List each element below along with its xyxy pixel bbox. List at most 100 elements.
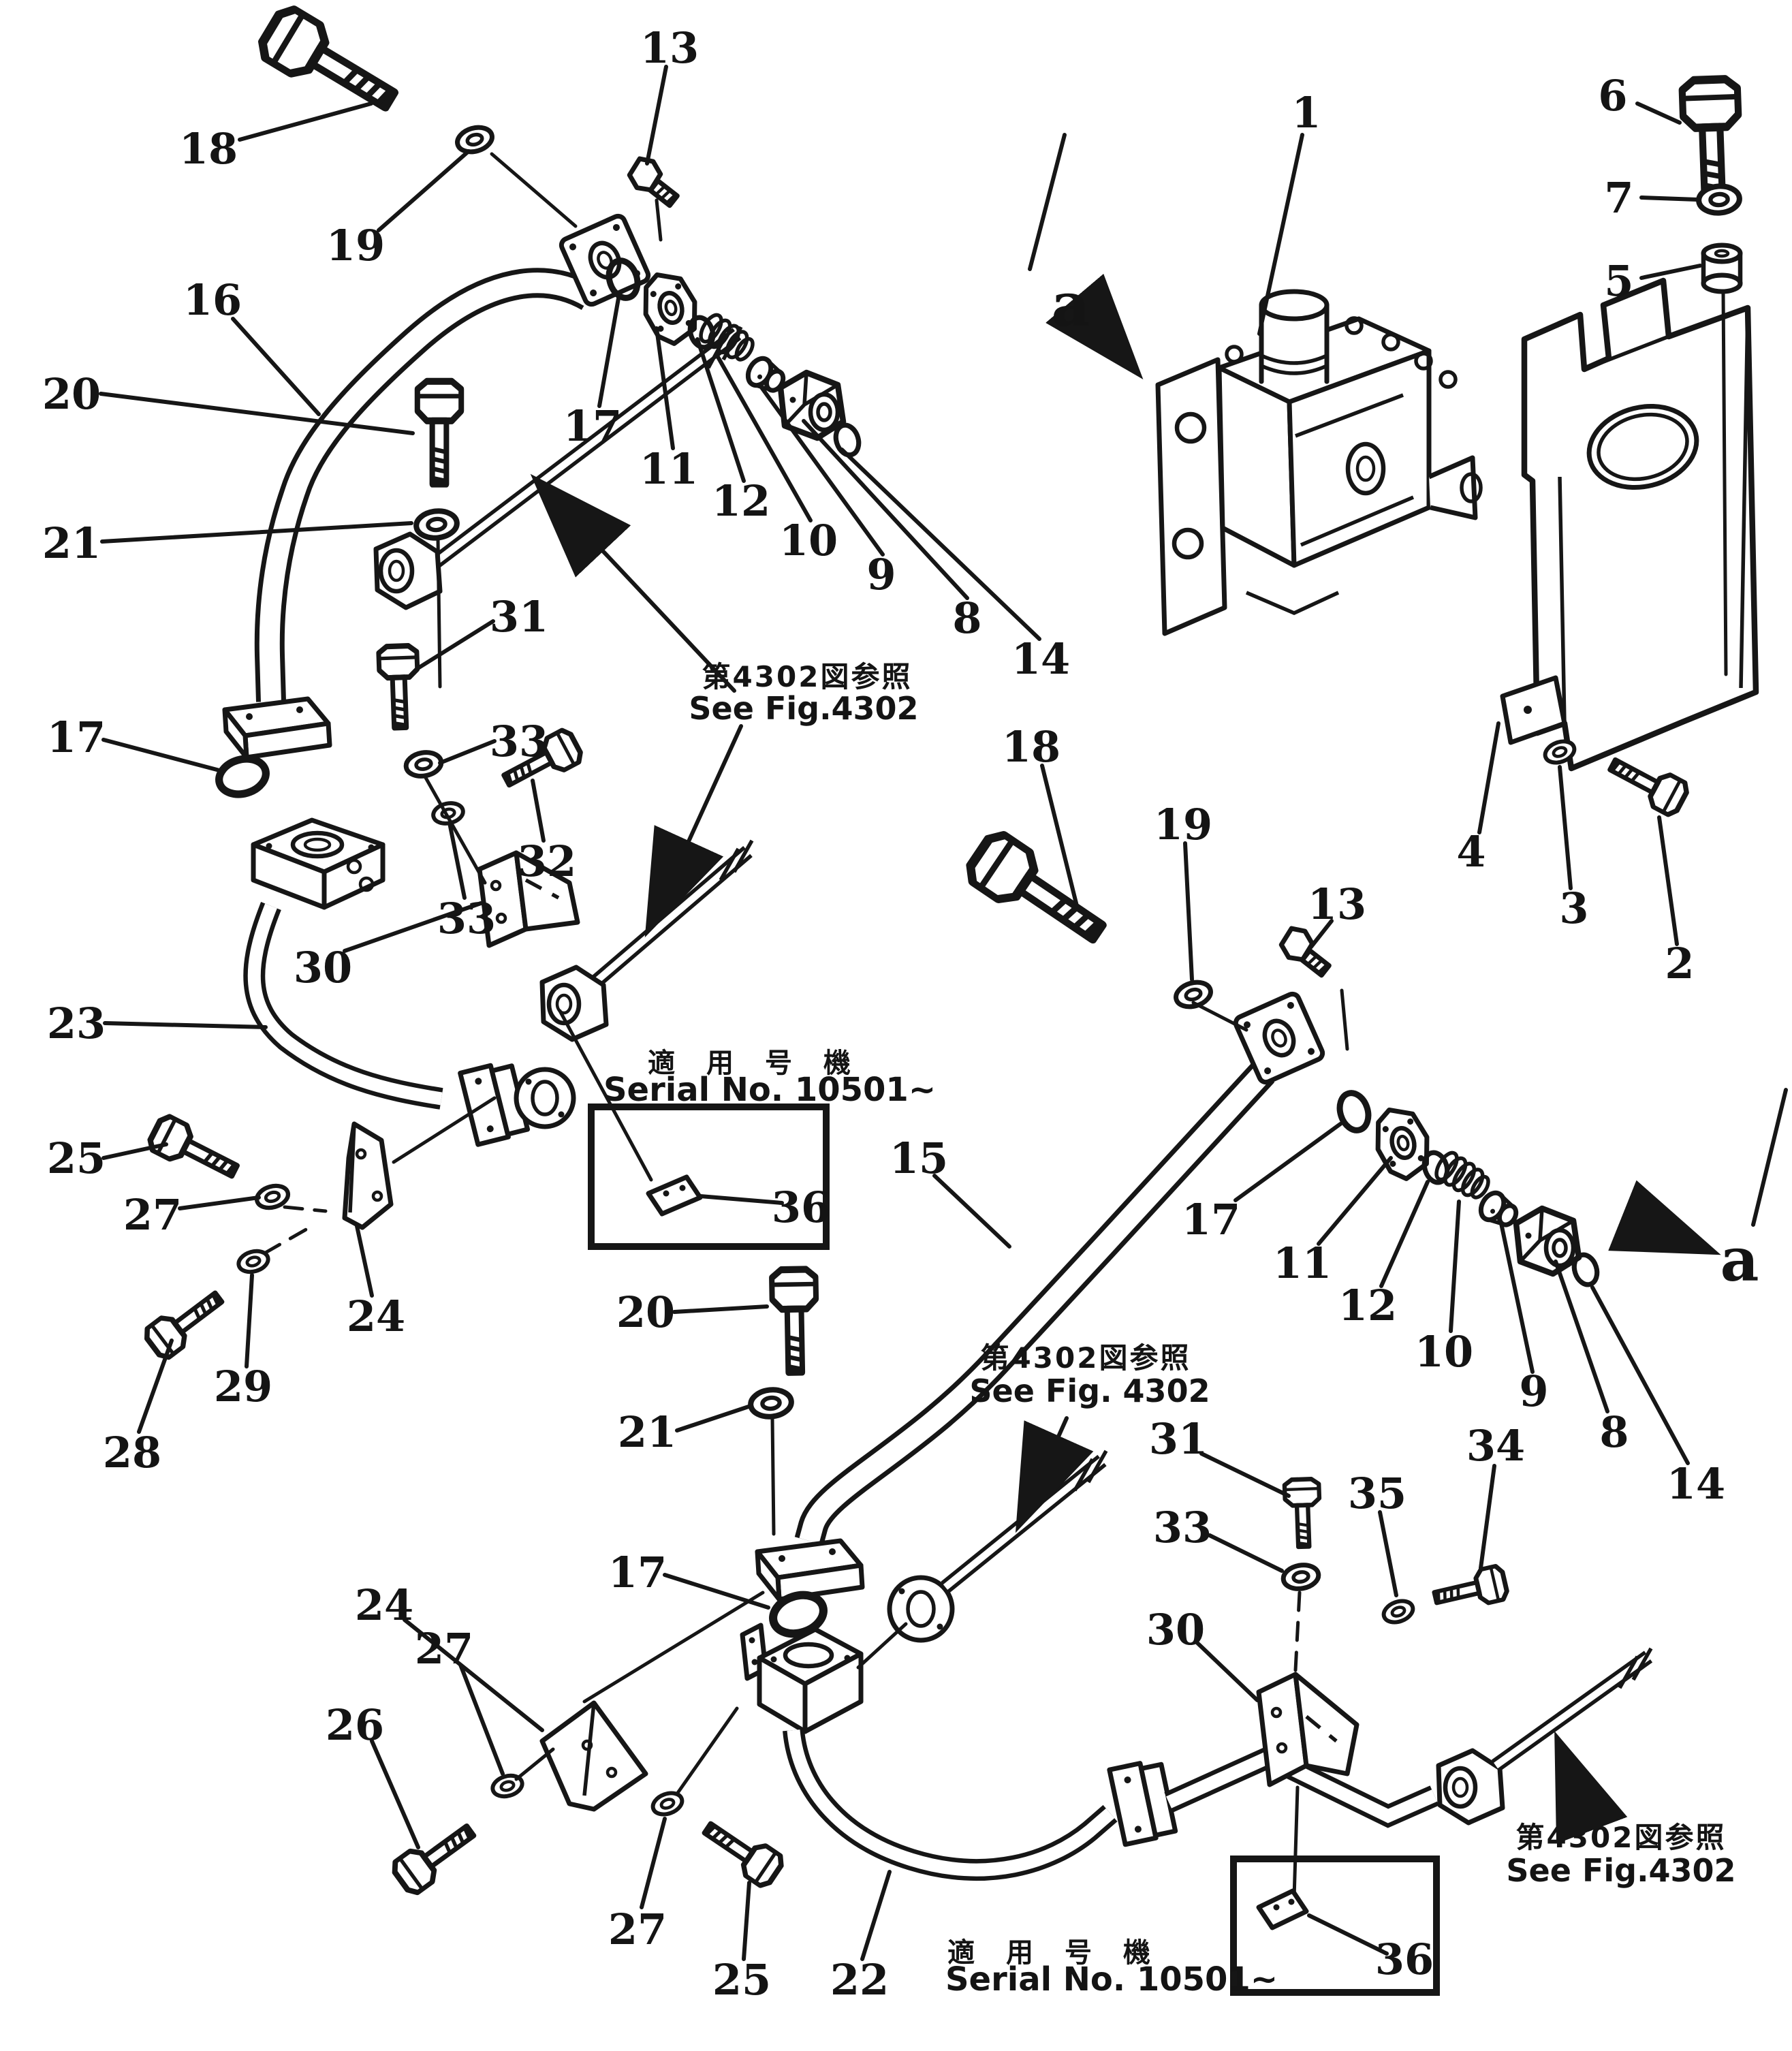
hex-union-2 xyxy=(539,965,609,1042)
part-label-8: 8 xyxy=(1599,1407,1629,1457)
part-label-7: 7 xyxy=(1604,173,1633,223)
hex-union-1 xyxy=(373,531,443,610)
leader-line-8 xyxy=(802,419,969,600)
serial-note-2-en: Serial No. 10501~ xyxy=(945,1960,1278,1999)
part-label-10: 10 xyxy=(779,516,838,565)
part-label-34: 34 xyxy=(1466,1421,1525,1471)
leader-line-25 xyxy=(101,1142,168,1160)
leader-line-24 xyxy=(355,1224,374,1298)
part-label-27: 27 xyxy=(123,1190,182,1240)
leader-line-15 xyxy=(932,1174,1011,1249)
leader-line-11 xyxy=(655,326,675,450)
part-label-20: 20 xyxy=(42,369,101,419)
pump-assembly xyxy=(1155,289,1483,636)
section-markers-layer: aa xyxy=(1028,133,1788,1295)
leader-line-35 xyxy=(1378,1510,1398,1597)
leader-line-3 xyxy=(1558,765,1573,890)
leader-line-27 xyxy=(178,1195,261,1210)
leader-line-27 xyxy=(640,1817,667,1909)
fig-ref-1-arrow xyxy=(530,473,736,693)
part-label-27: 27 xyxy=(608,1905,667,1954)
leader-line-17 xyxy=(101,738,224,773)
part-label-25: 25 xyxy=(712,1955,771,2005)
bracket-24-bottom xyxy=(539,1700,648,1812)
valve-chain-mid xyxy=(1276,924,1601,1287)
pipe-16-foot-flange xyxy=(222,696,332,760)
section-arrow xyxy=(1608,1180,1721,1255)
bracket-30-right xyxy=(1256,1672,1359,1787)
bracket-24-left xyxy=(342,1121,394,1230)
part-label-3: 3 xyxy=(1559,883,1588,933)
leader-line-18 xyxy=(238,101,373,142)
part-label-17: 17 xyxy=(1182,1195,1240,1244)
part-label-19: 19 xyxy=(1154,800,1212,849)
part-label-36: 36 xyxy=(772,1183,830,1232)
leader-line-33 xyxy=(447,821,467,900)
leader-line-4 xyxy=(1477,721,1500,834)
part-label-18: 18 xyxy=(1002,722,1060,772)
leader-line-27 xyxy=(458,1663,505,1776)
part-label-29: 29 xyxy=(214,1362,272,1411)
leader-line-16 xyxy=(231,317,321,416)
part-label-16: 16 xyxy=(183,275,242,325)
section-boundary-line xyxy=(1751,1088,1788,1227)
leader-line-14 xyxy=(840,448,1041,641)
fig-pipe-upper-left xyxy=(373,326,743,610)
leader-line-31 xyxy=(1199,1452,1291,1498)
leader-line-13 xyxy=(1309,919,1334,949)
leader-line-24 xyxy=(403,1618,544,1732)
elbow-block-22 xyxy=(740,1623,864,1734)
collar-5 xyxy=(1701,242,1743,294)
leader-line-17 xyxy=(597,296,620,408)
part-label-9: 9 xyxy=(1519,1366,1548,1416)
part-label-18: 18 xyxy=(179,124,238,174)
serial-inset-1 xyxy=(588,1103,830,1250)
leader-line-11 xyxy=(1317,1156,1393,1246)
part-label-17: 17 xyxy=(47,713,106,762)
leader-line-26 xyxy=(370,1739,420,1849)
part-label-19: 19 xyxy=(326,221,385,270)
leader-line-14 xyxy=(1590,1285,1690,1465)
part-label-11: 11 xyxy=(640,444,698,494)
valve-chain-top xyxy=(604,154,862,458)
leader-line-12 xyxy=(1379,1180,1430,1288)
leader-line-31 xyxy=(415,619,495,671)
fig-ref-1-arrow xyxy=(644,724,743,938)
leader-line-34 xyxy=(1479,1464,1496,1570)
part-label-2: 2 xyxy=(1665,939,1694,988)
section-marker-a: a xyxy=(1720,1224,1759,1295)
assembly-axis-lines xyxy=(262,152,1302,1900)
plate-36-left xyxy=(646,1174,703,1217)
leader-line-9 xyxy=(1499,1221,1535,1374)
fig-ref-1-jp: 第4302図参照 xyxy=(702,660,913,693)
part-label-21: 21 xyxy=(42,518,101,568)
part-label-20: 20 xyxy=(616,1287,675,1337)
leader-line-36 xyxy=(698,1194,784,1205)
part-label-24: 24 xyxy=(355,1580,413,1630)
part-label-21: 21 xyxy=(618,1407,676,1457)
leader-line-19 xyxy=(1183,841,1194,982)
leader-line-17 xyxy=(663,1573,770,1610)
fig-pipe-bottom-center xyxy=(887,1450,1108,1643)
part-label-9: 9 xyxy=(866,550,896,599)
part-label-32: 32 xyxy=(518,836,576,886)
pipe-22 xyxy=(783,1729,1178,1881)
part-label-23: 23 xyxy=(47,999,106,1048)
part-label-28: 28 xyxy=(103,1428,161,1477)
leader-line-23 xyxy=(103,1021,268,1029)
part-label-10: 10 xyxy=(1415,1327,1473,1377)
part-label-5: 5 xyxy=(1604,256,1633,306)
leader-line-13 xyxy=(645,65,668,166)
pipe-16-top-flange xyxy=(559,213,651,307)
leader-line-6 xyxy=(1635,101,1682,125)
bracket-30-left xyxy=(477,850,580,948)
part-label-24: 24 xyxy=(347,1291,405,1341)
part-label-11: 11 xyxy=(1273,1238,1332,1288)
part-label-36: 36 xyxy=(1375,1935,1434,1984)
leader-line-21 xyxy=(100,521,413,544)
leader-line-10 xyxy=(1449,1200,1461,1333)
part-label-17: 17 xyxy=(608,1548,667,1597)
pipe-23 xyxy=(243,902,531,1147)
